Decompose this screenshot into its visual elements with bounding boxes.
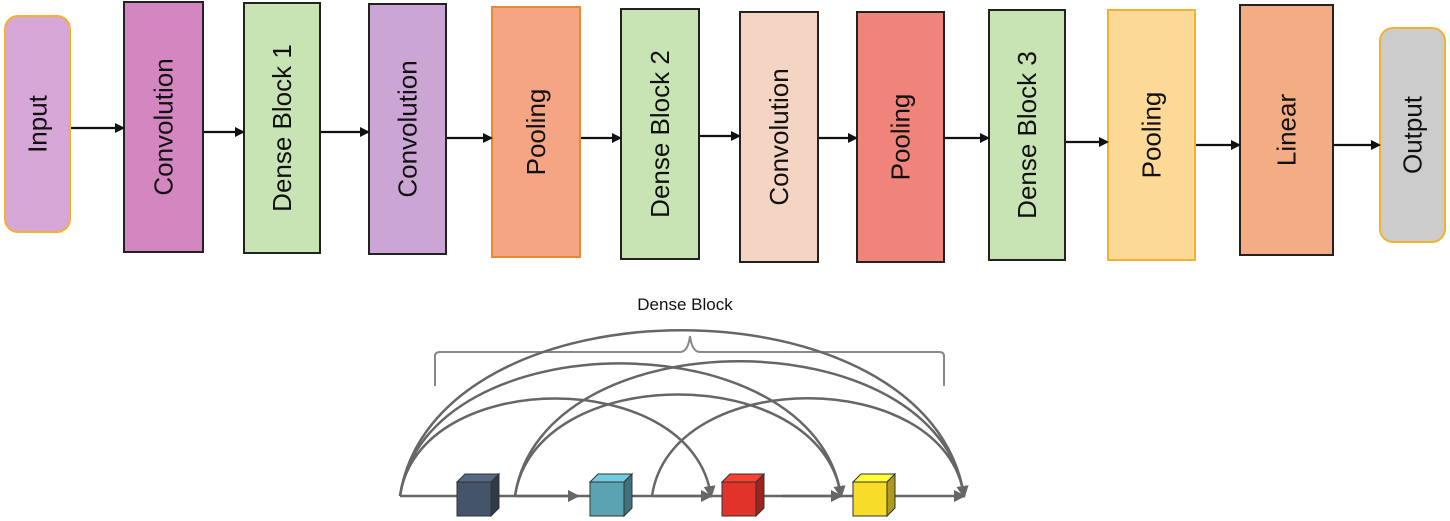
block-pooling-3-label: Pooling — [1137, 92, 1167, 179]
block-dense-block-1-label: Dense Block 1 — [267, 44, 297, 212]
feature-map-cubes — [455, 472, 897, 518]
block-input-label: Input — [23, 94, 53, 153]
dense-connection — [398, 397, 716, 498]
dense-block-caption: Dense Block — [637, 295, 733, 314]
block-output-box — [1379, 27, 1446, 243]
block-dense-block-2-label: Dense Block 2 — [645, 50, 675, 218]
block-convolution-3: Convolution — [739, 11, 819, 263]
pipeline-arrows — [71, 123, 1381, 150]
dense-connection — [398, 329, 969, 498]
block-dense-block-3-box — [988, 9, 1066, 261]
block-pooling-1-label: Pooling — [521, 89, 551, 176]
feature-map-cube-4 — [851, 472, 897, 518]
block-convolution-1-label: Convolution — [149, 58, 179, 195]
block-convolution-3-label: Convolution — [764, 68, 794, 205]
dense-block-detail: Dense Block — [398, 295, 969, 518]
block-pooling-1: Pooling — [491, 6, 581, 258]
feature-map-cube-3 — [720, 472, 766, 518]
feature-map-cube-2 — [588, 472, 634, 518]
block-dense-block-2: Dense Block 2 — [620, 8, 700, 260]
block-output-label: Output — [1398, 95, 1428, 174]
block-convolution-3-box — [739, 11, 819, 263]
block-dense-block-2-box — [620, 8, 700, 260]
block-dense-block-3-label: Dense Block 3 — [1012, 51, 1042, 219]
block-pooling-3-box — [1107, 9, 1196, 261]
block-linear-box — [1239, 4, 1334, 256]
block-convolution-2: Convolution — [368, 3, 447, 255]
block-pooling-2-box — [856, 11, 945, 263]
block-pooling-1-box — [491, 6, 581, 258]
block-convolution-2-label: Convolution — [393, 60, 423, 197]
block-convolution-2-box — [368, 3, 447, 255]
dense-block-brace — [434, 335, 945, 386]
dense-connection — [513, 360, 969, 498]
dense-connection — [650, 397, 969, 498]
block-dense-block-3: Dense Block 3 — [988, 9, 1066, 261]
block-linear-label: Linear — [1272, 94, 1302, 167]
block-output: Output — [1379, 27, 1446, 243]
feature-map-cube-1 — [455, 472, 501, 518]
block-linear: Linear — [1239, 4, 1334, 256]
pipeline: Input Convolution Dense Block 1 Convolution… — [4, 1, 1446, 263]
dense-connections — [398, 329, 969, 502]
block-convolution-1-box — [123, 1, 204, 253]
dense-connection — [513, 393, 846, 498]
block-pooling-3: Pooling — [1107, 9, 1196, 261]
block-dense-block-1: Dense Block 1 — [243, 2, 321, 254]
block-pooling-2-label: Pooling — [886, 94, 916, 181]
block-convolution-1: Convolution — [123, 1, 204, 253]
dense-connection — [398, 362, 846, 498]
block-input-box — [4, 15, 71, 233]
block-input: Input — [4, 15, 71, 233]
block-pooling-2: Pooling — [856, 11, 945, 263]
